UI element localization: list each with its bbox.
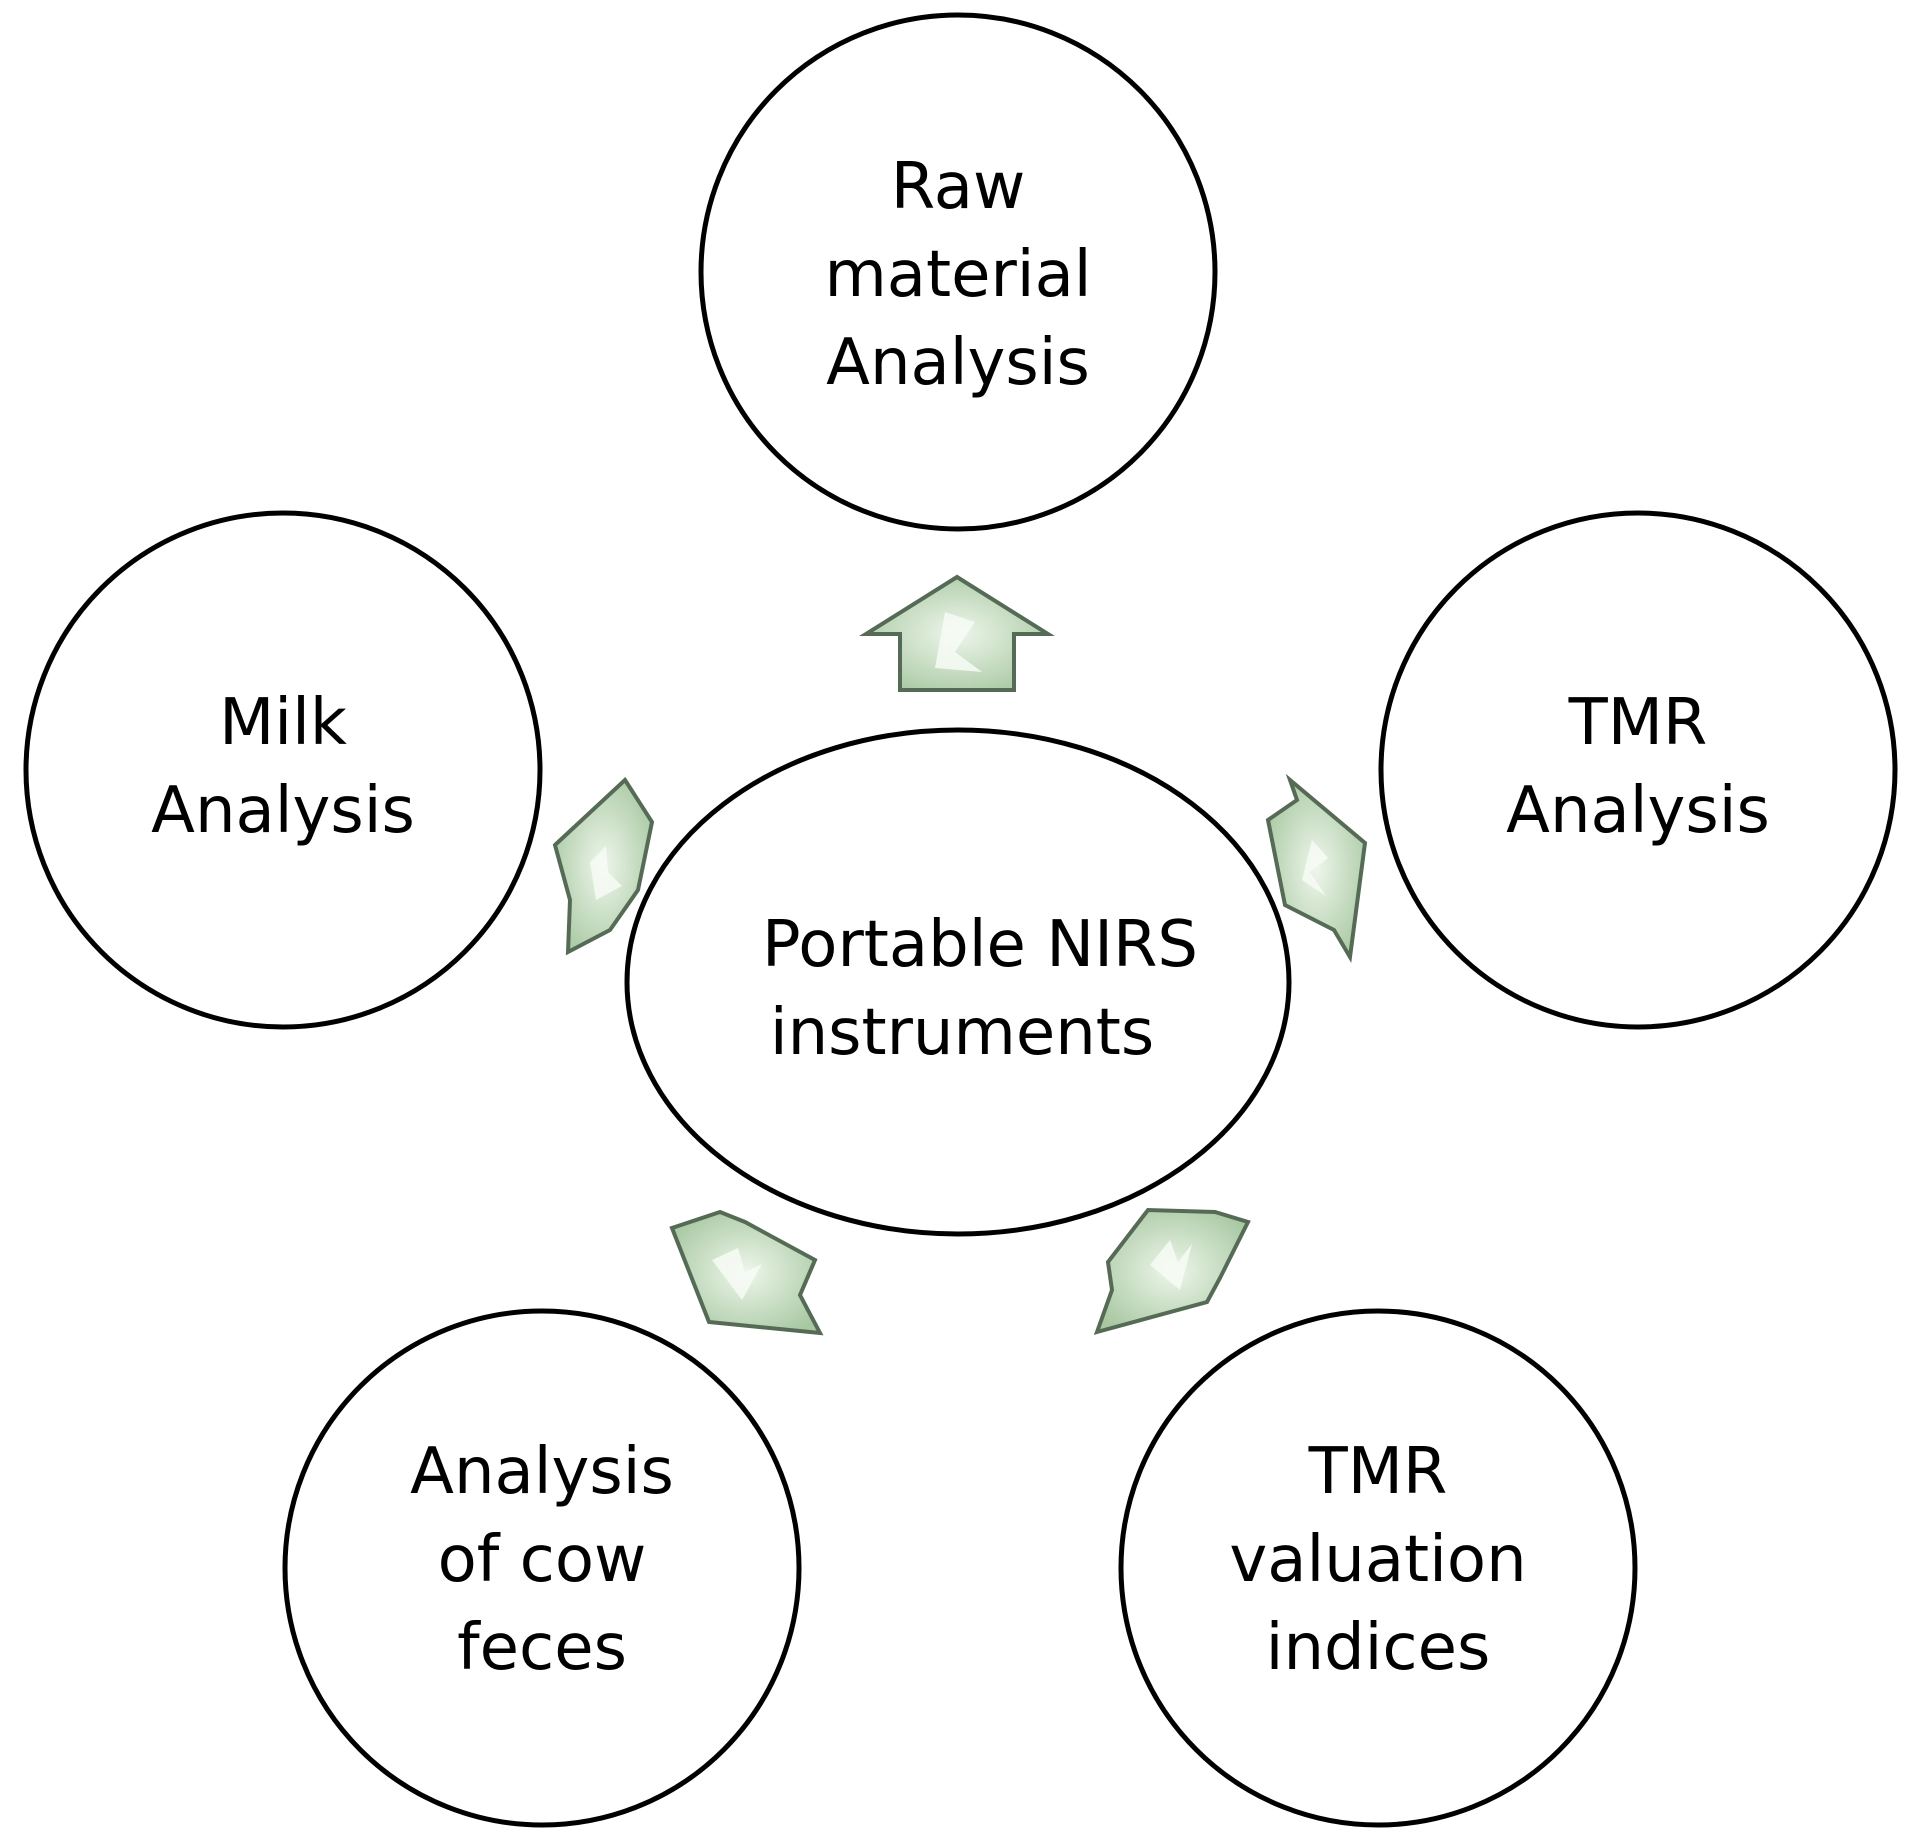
- arrow-to-tmr-valuation: [1093, 1207, 1251, 1335]
- node-milk-analysis-line-2: Analysis: [151, 774, 415, 848]
- node-tmr-valuation-line-1: TMR: [1308, 1435, 1448, 1509]
- arrow-to-tmr-analysis: [1265, 773, 1368, 963]
- node-cow-feces-line-3: feces: [457, 1611, 627, 1685]
- node-center: Portable NIRS instruments: [624, 727, 1292, 1237]
- node-milk-analysis-line-1: Milk: [219, 686, 347, 760]
- node-milk-analysis: Milk Analysis: [23, 510, 543, 1030]
- node-cow-feces: Analysis of cow feces: [282, 1308, 802, 1828]
- node-tmr-valuation-line-2: valuation: [1229, 1523, 1526, 1597]
- node-raw-material: Raw material Analysis: [698, 12, 1218, 532]
- node-raw-material-line-3: Analysis: [826, 326, 1090, 400]
- node-tmr-analysis-line-1: TMR: [1568, 686, 1708, 760]
- node-tmr-analysis-line-2: Analysis: [1506, 774, 1770, 848]
- arrow-to-raw-material: [859, 574, 1055, 692]
- node-cow-feces-line-1: Analysis: [410, 1435, 674, 1509]
- node-tmr-valuation: TMR valuation indices: [1118, 1308, 1638, 1828]
- node-center-line-1: Portable NIRS: [762, 908, 1198, 982]
- node-raw-material-line-1: Raw: [891, 150, 1026, 224]
- node-center-line-2: instruments: [770, 996, 1154, 1070]
- arrow-to-cow-feces: [669, 1209, 824, 1336]
- arrow-to-milk-analysis: [552, 776, 655, 956]
- node-cow-feces-line-2: of cow: [438, 1523, 647, 1597]
- node-tmr-analysis: TMR Analysis: [1378, 510, 1898, 1030]
- node-tmr-valuation-line-3: indices: [1266, 1611, 1491, 1685]
- node-raw-material-line-2: material: [824, 238, 1091, 312]
